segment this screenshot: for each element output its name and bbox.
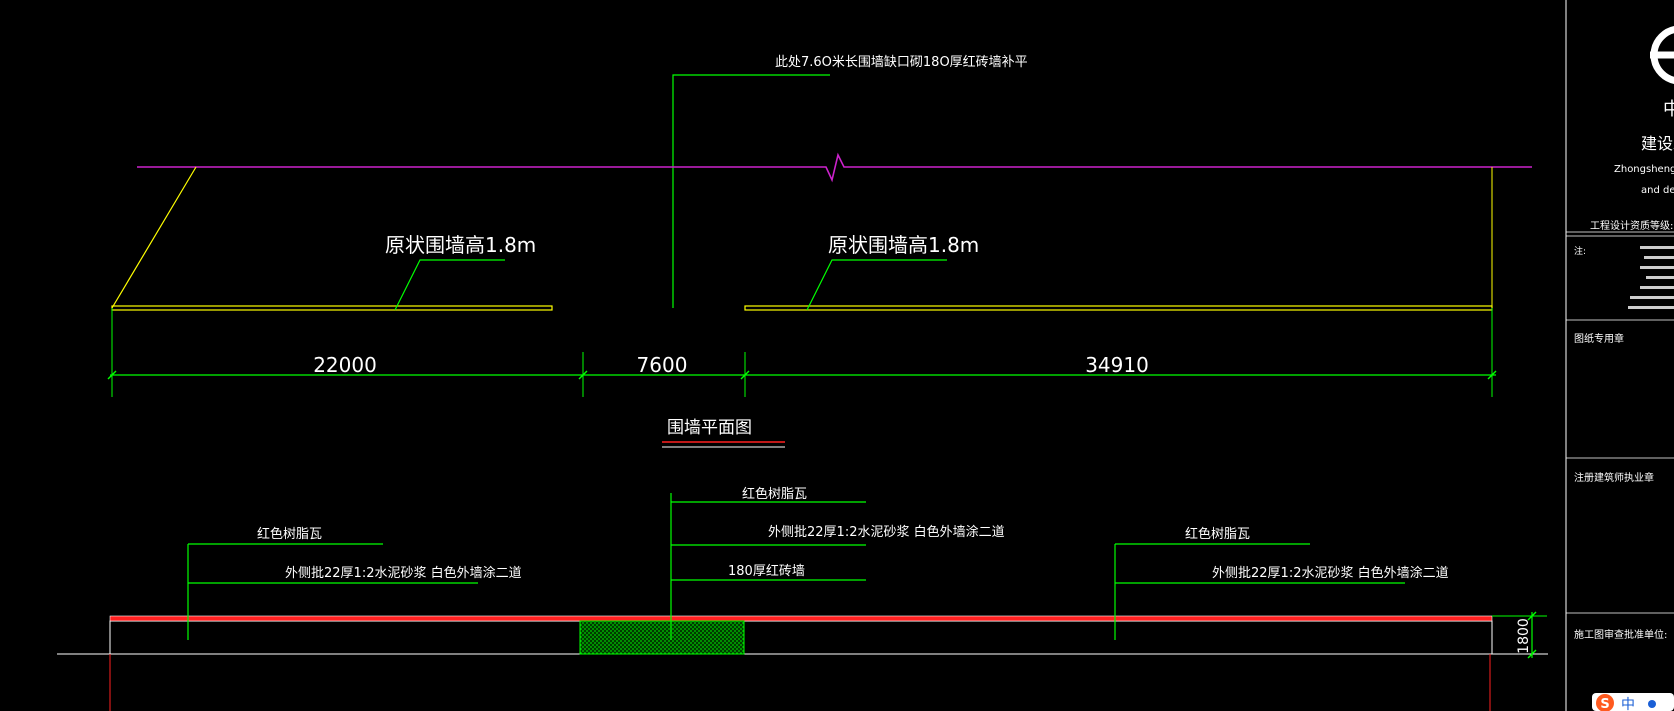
company-char: 中 (1663, 99, 1674, 120)
notes-label: 注: (1574, 245, 1586, 257)
dim-text-left: 22000 (313, 353, 377, 377)
ime-logo-text: S (1600, 697, 1609, 711)
property-boundary-line (137, 152, 1532, 183)
company-logo (1650, 26, 1674, 84)
center-leader-group: 红色树脂瓦 外侧批22厚1:2水泥砂浆 白色外墙涂二道 180厚红砖墙 (670, 486, 1005, 640)
right-plaster-label: 外侧批22厚1:2水泥砂浆 白色外墙涂二道 (1212, 565, 1449, 581)
review-unit-label: 施工图审查批准单位: (1574, 628, 1667, 641)
right-leader-group: 红色树脂瓦 外侧批22厚1:2水泥砂浆 白色外墙涂二道 (1114, 526, 1449, 640)
architect-stamp-label: 注册建筑师执业章 (1574, 471, 1654, 484)
dim-text-middle: 7600 (637, 353, 688, 377)
wall-label-right: 原状围墙高1.8m (828, 233, 979, 257)
existing-wall-right (744, 305, 1493, 311)
company-en-line-2: and deve (1641, 185, 1674, 196)
diagonal-wall-line (111, 166, 197, 309)
drawing-stamp-label: 图纸专用章 (1574, 332, 1624, 345)
red-resin-tile-strip (109, 615, 1493, 622)
company-en-line-1: Zhongsheng h (1614, 164, 1674, 175)
wall-label-right-group: 原状围墙高1.8m (806, 233, 979, 311)
dim-text-right: 34910 (1085, 353, 1149, 377)
sogou-logo-icon[interactable] (1596, 694, 1614, 711)
plan-title: 围墙平面图 (667, 418, 752, 438)
ime-mode-char[interactable]: 中 (1621, 697, 1635, 711)
qualification-text: 工程设计资质等级: Z (1590, 219, 1674, 232)
height-dimension: 1800 (1492, 611, 1547, 659)
plan-title-group: 围墙平面图 (662, 418, 785, 448)
wall-label-left-group: 原状围墙高1.8m (385, 233, 536, 311)
wall-label-left: 原状围墙高1.8m (385, 233, 536, 257)
ime-punct-icon[interactable] (1648, 700, 1656, 708)
top-note-leader: 此处7.6O米长围墙缺口砌18O厚红砖墙补平 (672, 54, 1028, 308)
existing-wall-left (111, 305, 553, 311)
ime-toolbar[interactable]: S 中 (1592, 693, 1674, 711)
notes-small-lines (1628, 246, 1674, 309)
center-plaster-label: 外侧批22厚1:2水泥砂浆 白色外墙涂二道 (768, 524, 1005, 540)
company-cn-name: 建设发 (1641, 134, 1674, 153)
plan-dimension-line: 22000 7600 34910 (107, 308, 1497, 397)
right-roof-label: 红色树脂瓦 (1185, 526, 1250, 542)
brick-infill-section (579, 620, 745, 655)
left-roof-label: 红色树脂瓦 (257, 526, 322, 542)
elevation-view: 红色树脂瓦 外侧批22厚1:2水泥砂浆 白色外墙涂二道 180厚红砖墙 红色树脂… (57, 486, 1548, 711)
top-note-text: 此处7.6O米长围墙缺口砌18O厚红砖墙补平 (775, 54, 1028, 70)
center-brick-label: 180厚红砖墙 (728, 563, 805, 579)
title-block: 中 建设发 Zhongsheng h and deve 工程设计资质等级: Z … (1565, 0, 1674, 711)
left-plaster-label: 外侧批22厚1:2水泥砂浆 白色外墙涂二道 (285, 565, 522, 581)
wall-elevation-body (109, 620, 1493, 655)
height-dim-text: 1800 (1516, 618, 1532, 654)
plan-view: 此处7.6O米长围墙缺口砌18O厚红砖墙补平 原状围墙高1.8m 原状围墙高1.… (107, 54, 1532, 448)
center-roof-label: 红色树脂瓦 (742, 486, 807, 502)
left-leader-group: 红色树脂瓦 外侧批22厚1:2水泥砂浆 白色外墙涂二道 (187, 526, 522, 640)
